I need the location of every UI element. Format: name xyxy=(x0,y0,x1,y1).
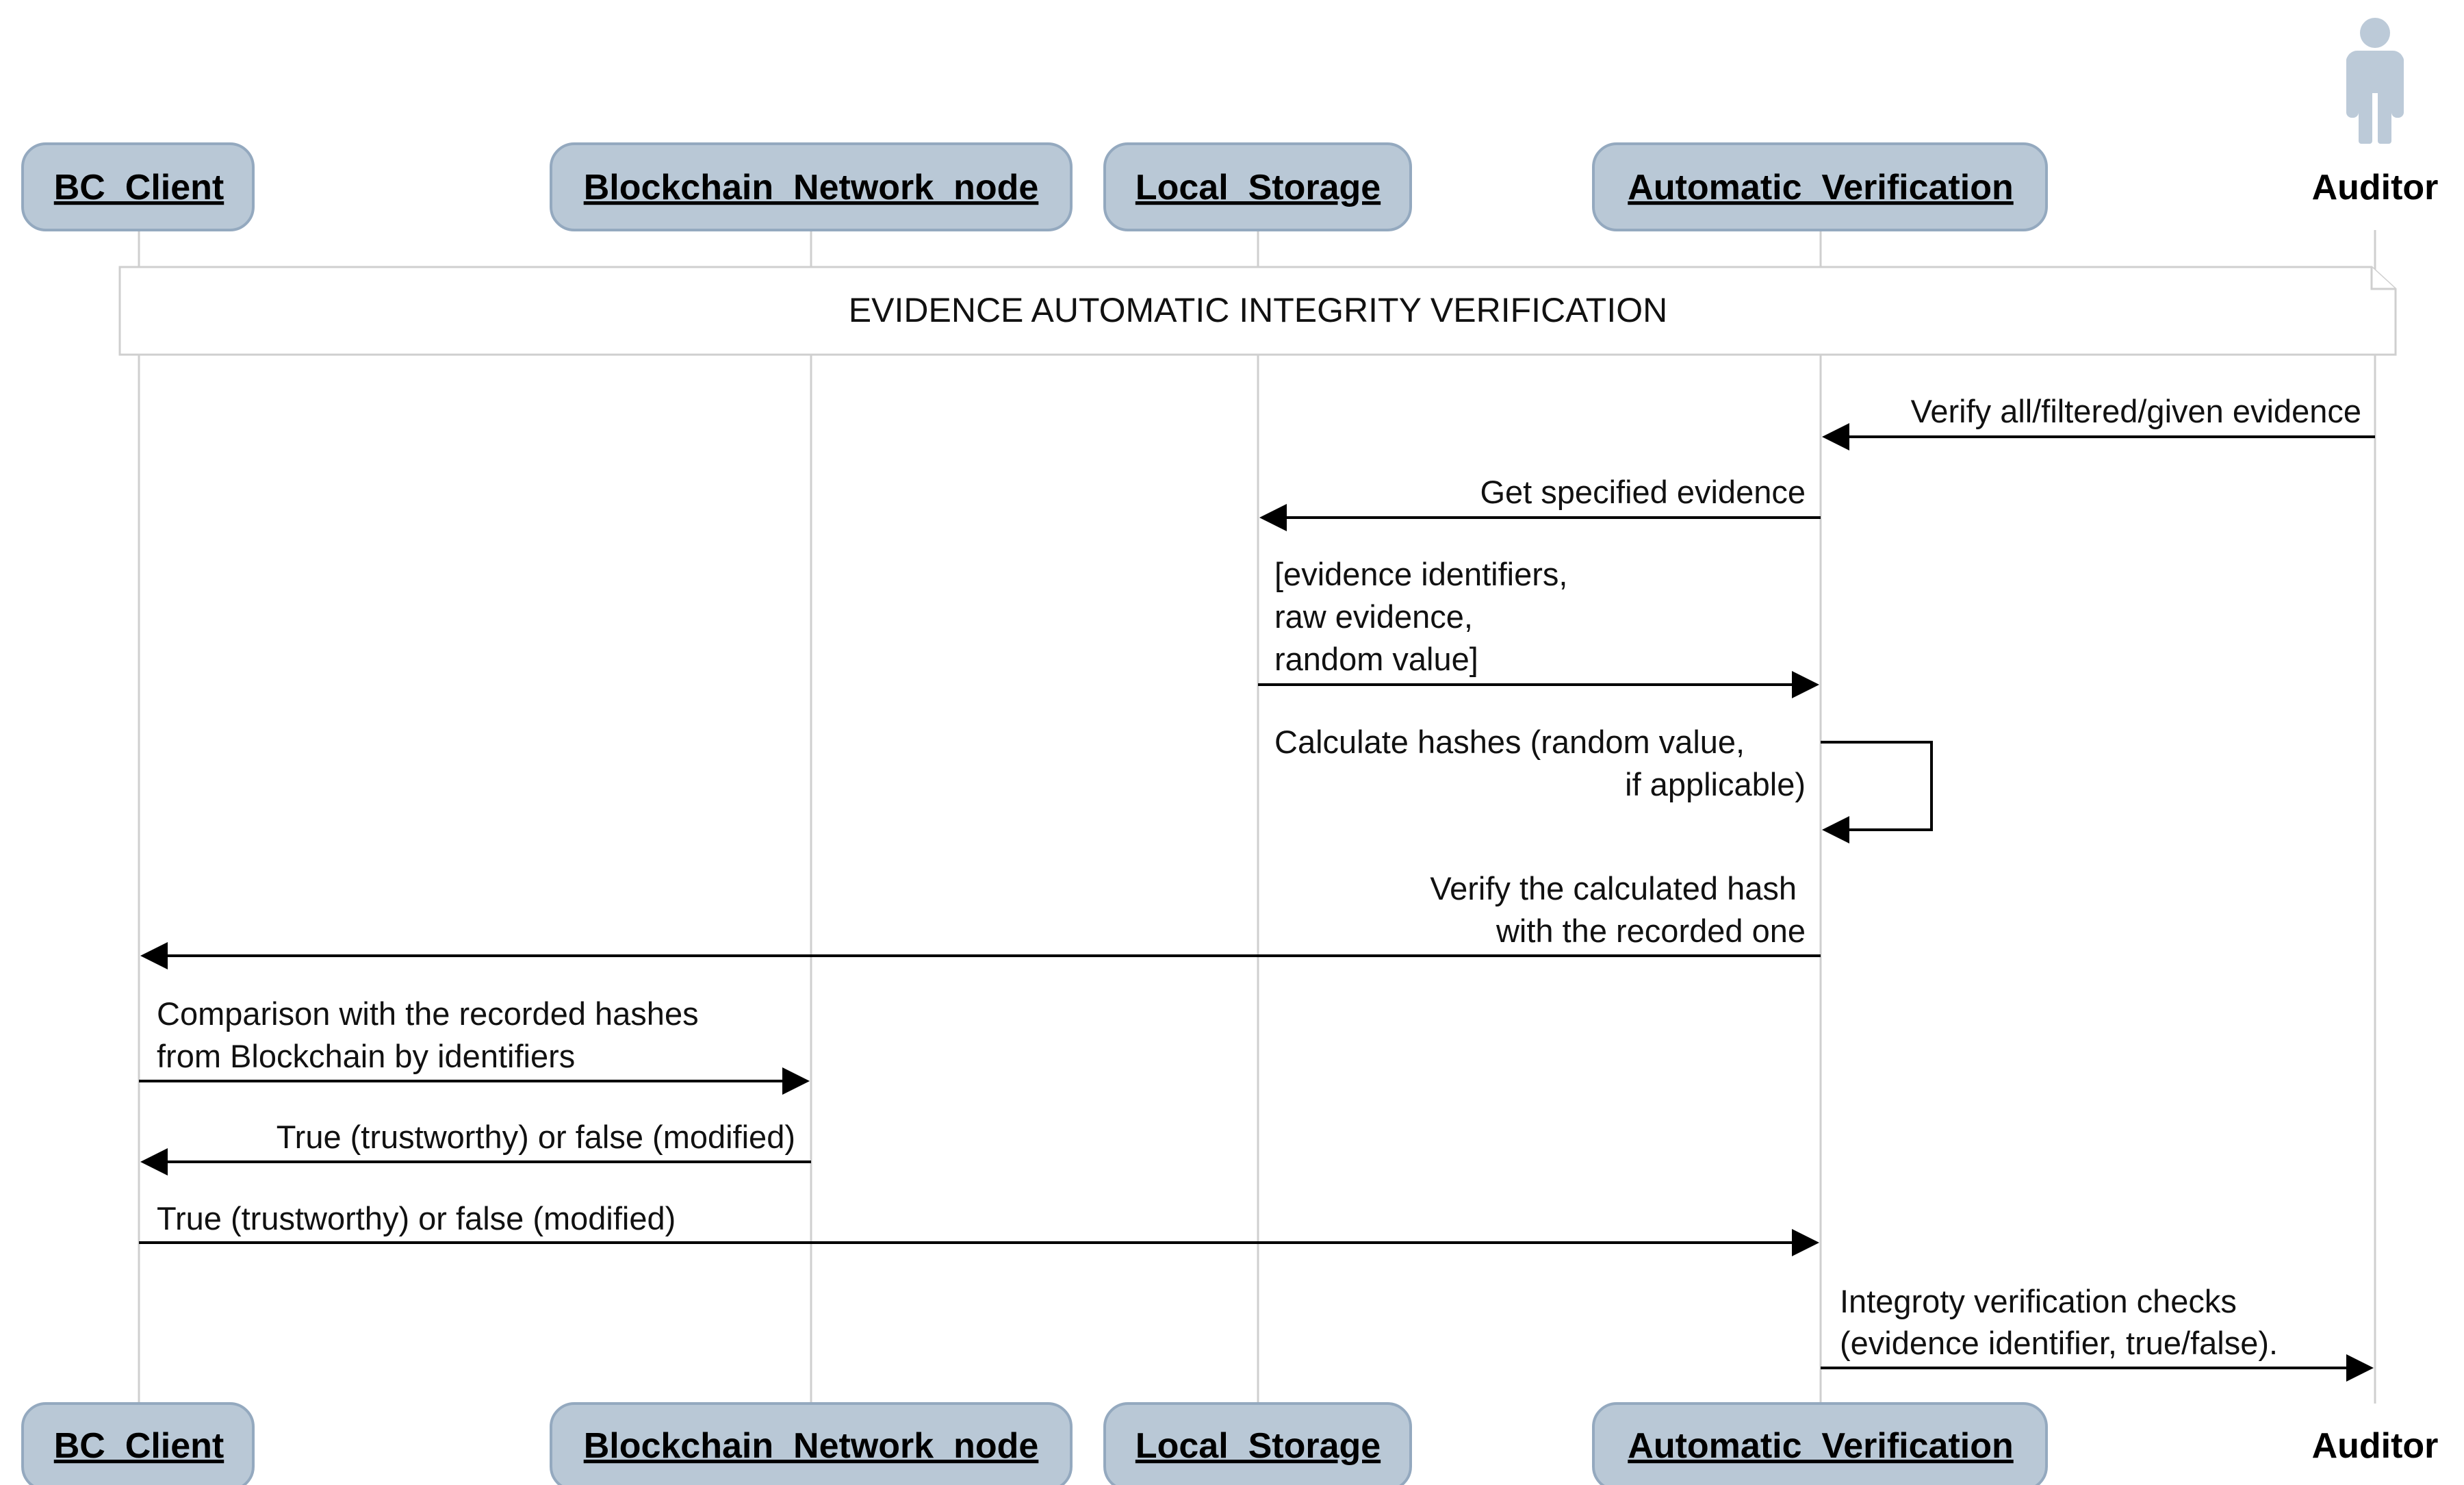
message-label: Comparison with the recorded hashes xyxy=(157,995,699,1032)
message-label: True (trustworthy) or false (modified) xyxy=(277,1119,795,1155)
message-calculate-hashes: Calculate hashes (random value, if appli… xyxy=(1274,724,1933,843)
message-get-evidence: Get specified evidence xyxy=(1259,474,1821,531)
participant-blockchain-node-top: Blockchain_Network_node xyxy=(550,142,1073,231)
participant-automatic-verification-top: Automatic_Verification xyxy=(1592,142,2048,231)
message-label: (evidence identifier, true/false). xyxy=(1840,1325,2278,1361)
message-label: [evidence identifiers, xyxy=(1274,556,1567,592)
note-title: EVIDENCE AUTOMATIC INTEGRITY VERIFICATIO… xyxy=(849,291,1667,329)
participant-label: Local_Storage xyxy=(1135,168,1381,207)
message-label: Get specified evidence xyxy=(1480,474,1806,510)
message-node-result: True (trustworthy) or false (modified) xyxy=(140,1119,811,1176)
participant-label: BC_Client xyxy=(54,1426,224,1466)
actor-auditor-label-top: Auditor xyxy=(2312,168,2439,207)
participant-blockchain-node-bottom: Blockchain_Network_node xyxy=(550,1402,1073,1485)
message-label: True (trustworthy) or false (modified) xyxy=(157,1200,676,1236)
participant-label: Automatic_Verification xyxy=(1628,1426,2013,1466)
message-integrity-checks: Integroty verification checks (evidence … xyxy=(1821,1283,2374,1382)
message-label: Calculate hashes (random value, xyxy=(1274,724,1745,760)
message-compare-hashes: Comparison with the recorded hashes from… xyxy=(139,995,810,1095)
participant-local-storage-top: Local_Storage xyxy=(1103,142,1412,231)
note-band: EVIDENCE AUTOMATIC INTEGRITY VERIFICATIO… xyxy=(118,266,2397,356)
message-verify-request: Verify all/filtered/given evidence xyxy=(1822,393,2375,450)
participant-label: Automatic_Verification xyxy=(1628,168,2013,207)
participant-automatic-verification-bottom: Automatic_Verification xyxy=(1592,1402,2048,1485)
message-label: from Blockchain by identifiers xyxy=(157,1038,575,1074)
message-client-result: True (trustworthy) or false (modified) xyxy=(139,1200,1819,1256)
message-label: with the recorded one xyxy=(1496,913,1806,949)
participant-local-storage-bottom: Local_Storage xyxy=(1103,1402,1412,1485)
message-verify-hash: Verify the calculated hash with the reco… xyxy=(140,870,1821,969)
participant-bc-client-top: BC_Client xyxy=(21,142,255,231)
message-label: if applicable) xyxy=(1625,766,1806,802)
participant-label: BC_Client xyxy=(54,168,224,207)
message-label: raw evidence, xyxy=(1274,598,1473,635)
actor-person-icon xyxy=(2346,18,2404,144)
message-label: random value] xyxy=(1274,641,1478,677)
participant-label: Blockchain_Network_node xyxy=(584,168,1039,207)
participant-bc-client-bottom: BC_Client xyxy=(21,1402,255,1485)
message-label: Verify the calculated hash xyxy=(1430,870,1797,906)
participant-label: Local_Storage xyxy=(1135,1426,1381,1466)
message-label: Verify all/filtered/given evidence xyxy=(1911,393,2361,429)
participant-label: Blockchain_Network_node xyxy=(584,1426,1039,1466)
message-evidence-return: [evidence identifiers, raw evidence, ran… xyxy=(1258,556,1819,698)
message-label: Integroty verification checks xyxy=(1840,1283,2237,1319)
actor-auditor-label-bottom: Auditor xyxy=(2312,1426,2439,1466)
